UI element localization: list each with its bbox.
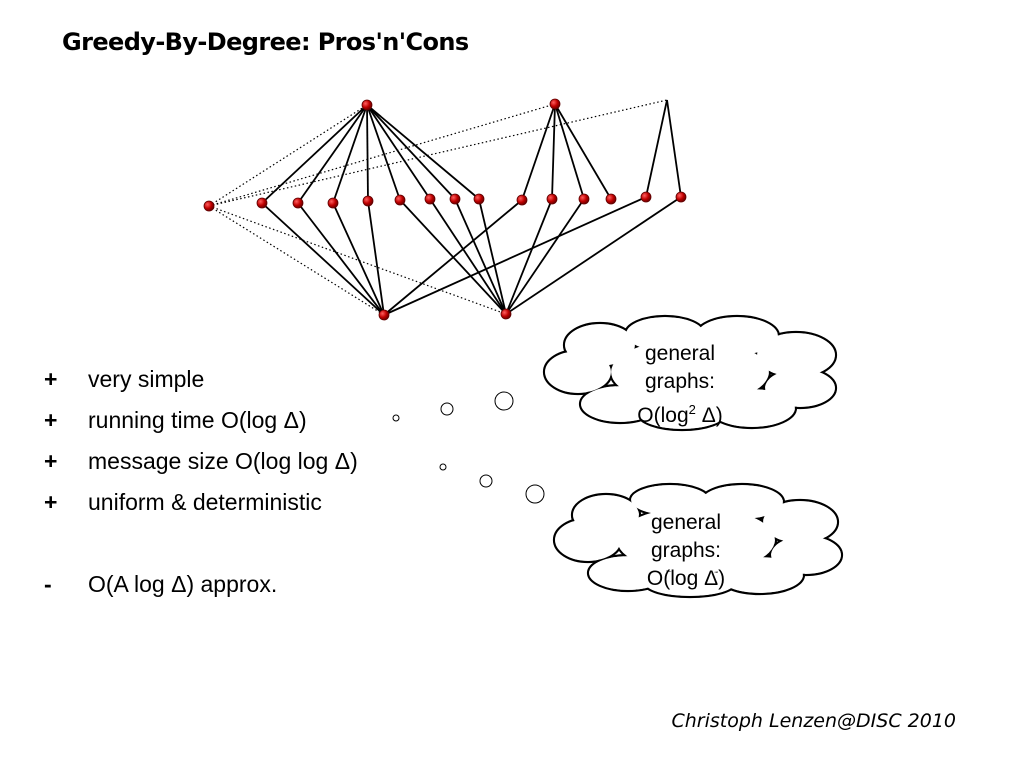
- thought-bubble: [440, 402, 454, 416]
- cloud-line: O(log2 Δ): [610, 396, 750, 430]
- dotted-edge: [208, 104, 368, 207]
- graph-node: [605, 193, 617, 205]
- graph-edge: [366, 104, 369, 202]
- cloud-line: O(log Δ): [616, 565, 756, 593]
- graph-edge: [366, 104, 431, 200]
- graph-edge: [332, 202, 385, 316]
- thought-cloud: [552, 482, 844, 599]
- thought-cloud: [542, 314, 838, 432]
- graph-edge: [666, 99, 682, 198]
- bullet-sign: +: [44, 366, 58, 392]
- bullet-item: + message size O(log log Δ): [44, 448, 358, 475]
- bullet-text: very simple: [88, 366, 205, 392]
- graph-node: [394, 194, 406, 206]
- graph-node: [378, 309, 390, 321]
- graph-edge: [261, 202, 385, 316]
- graph-node: [546, 193, 558, 205]
- graph-edge: [399, 199, 507, 315]
- footer-credit: Christoph Lenzen@DISC 2010: [671, 710, 957, 732]
- dotted-edge: [208, 205, 507, 315]
- graph-node: [473, 193, 485, 205]
- bullet-item: + running time O(log Δ): [44, 407, 307, 434]
- cloud-label-general-graphs-log: general graphs: O(log Δ): [616, 509, 756, 593]
- thought-bubble: [392, 414, 400, 422]
- dotted-edge: [208, 205, 385, 316]
- graph-node: [549, 98, 561, 110]
- cloud-formula-base: O(log: [637, 404, 689, 427]
- bullet-sign: +: [44, 448, 58, 474]
- thought-bubbles: [392, 391, 545, 504]
- graph-node: [640, 191, 652, 203]
- graph-edge: [332, 104, 368, 204]
- bullet-text: uniform & deterministic: [88, 489, 322, 515]
- graph-edge: [645, 99, 668, 198]
- bullet-text: O(A log Δ) approx.: [88, 571, 278, 597]
- graph-edge: [521, 103, 556, 201]
- thought-clouds: [542, 314, 844, 599]
- thought-bubble: [494, 391, 514, 411]
- graph-edge: [297, 202, 385, 316]
- cloud-line: general: [644, 342, 716, 365]
- graph-edge: [366, 104, 401, 201]
- graph-edge: [554, 103, 612, 200]
- cloud-line: general: [650, 511, 722, 534]
- graph-node: [424, 193, 436, 205]
- bullet-sign: -: [44, 571, 52, 597]
- graph-node: [516, 194, 528, 206]
- dotted-edge: [208, 99, 668, 207]
- bullet-item: + uniform & deterministic: [44, 489, 322, 516]
- bullet-sign: +: [44, 407, 58, 433]
- graph-node: [292, 197, 304, 209]
- graph-node: [578, 193, 590, 205]
- thought-bubble: [525, 484, 545, 504]
- cloud-label-general-graphs-log2: general graphs: O(log2 Δ): [610, 340, 750, 430]
- slide-title: Greedy-By-Degree: Pros'n'Cons: [62, 28, 469, 56]
- graph-node: [362, 195, 374, 207]
- graph-nodes: [203, 98, 687, 321]
- graph-edge: [505, 196, 682, 315]
- cloud-line: graphs:: [644, 370, 716, 393]
- dotted-edge: [208, 103, 556, 207]
- thought-bubble: [479, 474, 493, 488]
- graph-node: [256, 197, 268, 209]
- bullet-text: running time O(log Δ): [88, 407, 307, 433]
- cloud-formula-tail: Δ): [698, 567, 726, 590]
- cloud-line: graphs:: [650, 539, 722, 562]
- graph-edge: [551, 103, 556, 200]
- graph-edge: [505, 198, 553, 315]
- graph-edge: [297, 104, 368, 204]
- graph-edge: [367, 200, 385, 316]
- cloud-formula-tail: Δ): [695, 404, 723, 427]
- bullet-item: + very simple: [44, 366, 204, 393]
- graph-node: [203, 200, 215, 212]
- bullet-text: message size O(log log Δ): [88, 448, 358, 474]
- graph-edge: [478, 198, 507, 315]
- graph-edge: [429, 198, 507, 315]
- graph-edge: [366, 104, 480, 200]
- graph-node: [675, 191, 687, 203]
- cloud-formula-base: O(log: [646, 567, 699, 590]
- graph-edge: [454, 198, 507, 315]
- graph-edge: [554, 103, 585, 200]
- graph-node: [361, 99, 373, 111]
- graph-node: [449, 193, 461, 205]
- bullet-item: - O(A log Δ) approx.: [44, 571, 277, 598]
- graph-node: [327, 197, 339, 209]
- bullet-sign: +: [44, 489, 58, 515]
- graph-node: [500, 308, 512, 320]
- graph-edge: [366, 104, 456, 200]
- graph-edges: [208, 99, 682, 316]
- graph-edge: [505, 198, 585, 315]
- graph-edge: [261, 104, 368, 204]
- thought-bubble: [439, 463, 447, 471]
- cloud-formula-exponent: 2: [688, 402, 696, 417]
- graph-edge: [383, 196, 647, 316]
